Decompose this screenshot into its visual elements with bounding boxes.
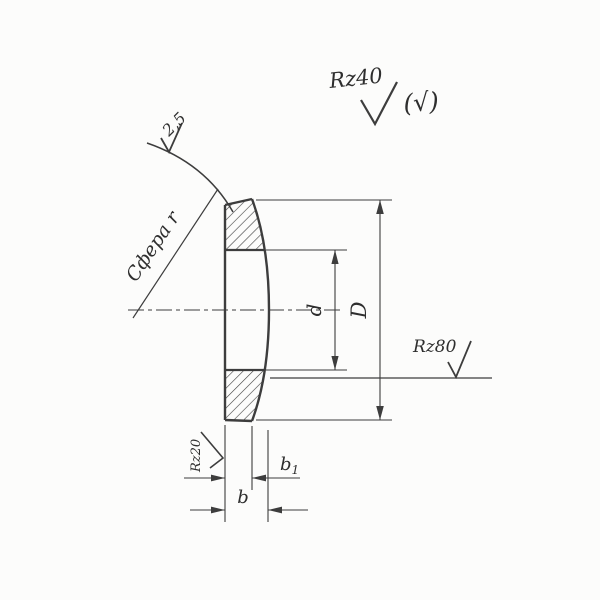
dim-b1-label: b1 [280,454,299,477]
roughness-rz80-label: Rz80 [412,337,457,357]
dimension-b1: b1 [184,425,300,522]
roughness-general-alt: (√) [402,87,439,118]
sphere-arc [146,142,234,213]
roughness-check-icon [447,340,472,380]
roughness-general-label: Rz40 [327,64,384,94]
dimension-b: b [190,430,308,522]
washer-top-edge [224,197,253,207]
roughness-sphere-value: 2,5 [158,108,190,140]
roughness-check-icon [200,431,225,469]
roughness-check-icon [360,81,398,127]
washer-section [223,197,271,423]
dim-d-label: d [302,304,326,317]
roughness-symbol-general: Rz40 (√) [327,64,440,127]
washer-bottom-edge [224,418,253,423]
washer-spherical-face [250,198,271,422]
sphere-leader: Сфера r [122,188,219,319]
sphere-label: Сфера r [122,206,186,286]
hatch-top [225,199,265,250]
roughness-symbol-rz20: Rz20 [189,431,225,473]
roughness-symbol-sphere: 2,5 [158,108,190,154]
dim-b-label: b [237,487,249,508]
roughness-check-icon [160,122,183,154]
roughness-rz20-label: Rz20 [189,439,204,473]
hatch-bottom [225,370,265,421]
dimension-d: d [266,249,347,371]
dimension-D: D [256,199,392,421]
roughness-symbol-rz80: Rz80 [270,337,492,380]
dim-D-label: D [347,301,371,319]
